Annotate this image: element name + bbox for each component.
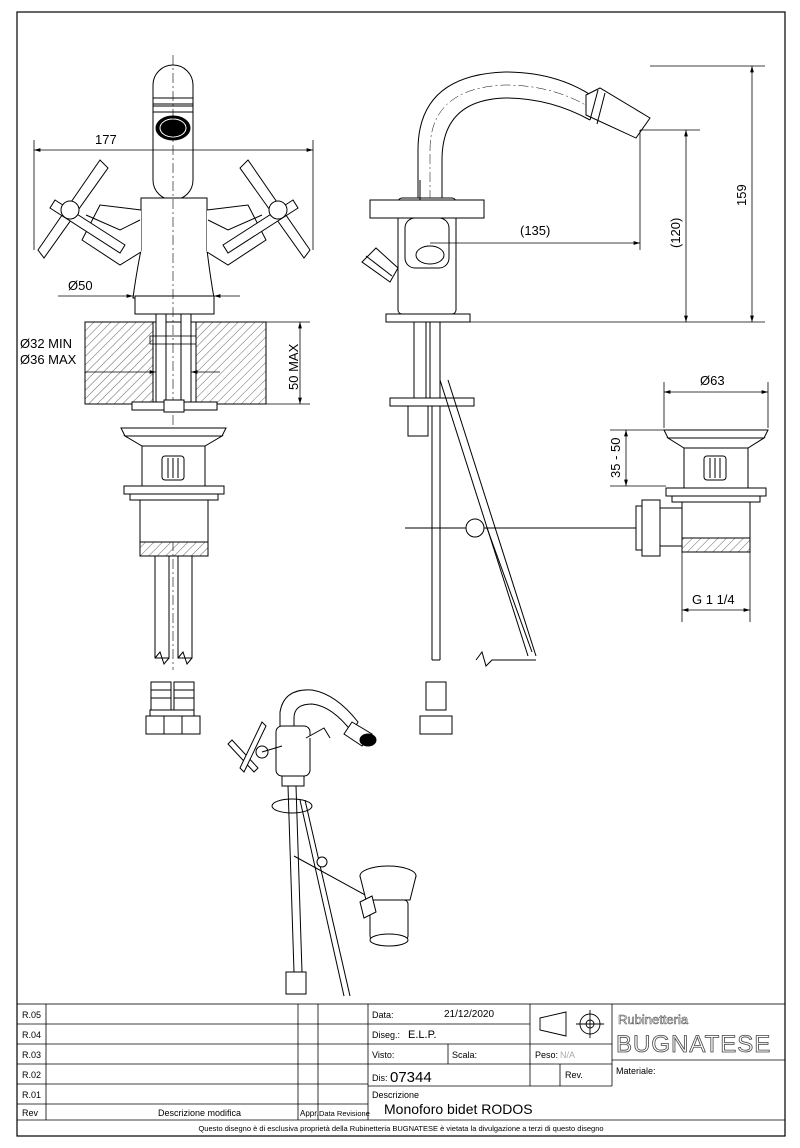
dim-width-177: 177 bbox=[95, 132, 117, 147]
sheet-border bbox=[16, 11, 786, 1137]
dim-height-159: 159 bbox=[734, 184, 749, 206]
dim-range-35-50: 35 - 50 bbox=[608, 438, 623, 478]
dim-diameter-32-min: Ø32 MIN bbox=[20, 336, 72, 351]
revision-label-r01: R.01 bbox=[22, 1090, 41, 1100]
projection-symbol bbox=[539, 1010, 604, 1038]
revision-label-r02: R.02 bbox=[22, 1070, 41, 1080]
side-view bbox=[361, 71, 651, 735]
front-drain bbox=[120, 427, 227, 735]
approved-header: Appr. bbox=[300, 1109, 319, 1118]
weight-value: N/A bbox=[560, 1050, 575, 1060]
drain-dimensions bbox=[610, 382, 769, 622]
front-dimensions bbox=[33, 140, 314, 405]
drawn-by-value: E.L.P. bbox=[408, 1029, 437, 1041]
scale-label: Scala: bbox=[452, 1050, 477, 1060]
front-countertop-section bbox=[84, 313, 267, 413]
dim-thread-g114: G 1 1/4 bbox=[692, 592, 735, 607]
description-label: Descrizione bbox=[372, 1090, 419, 1100]
dim-diameter-63: Ø63 bbox=[700, 373, 725, 388]
dim-diameter-50: Ø50 bbox=[68, 278, 93, 293]
brand-bugnatese-logo: BUGNATESE bbox=[616, 1031, 771, 1058]
drawing-number-label: Dis: bbox=[372, 1073, 388, 1083]
front-view bbox=[37, 55, 311, 670]
date-value: 21/12/2020 bbox=[444, 1009, 494, 1020]
drawn-by-label: Diseg.: bbox=[372, 1030, 400, 1040]
description-value: Monoforo bidet RODOS bbox=[384, 1101, 533, 1117]
description-change-header: Descrizione modifica bbox=[158, 1108, 241, 1118]
drain-detail bbox=[635, 429, 769, 557]
rev-header: Rev bbox=[22, 1108, 39, 1118]
date-label: Data: bbox=[372, 1010, 394, 1020]
ownership-notice: Questo disegno è di esclusiva proprietà … bbox=[198, 1124, 603, 1133]
brand-rubinetteria: Rubinetteria bbox=[618, 1012, 689, 1027]
side-dimensions bbox=[430, 65, 765, 323]
revision-label-r04: R.04 bbox=[22, 1030, 41, 1040]
revision-label: Rev. bbox=[565, 1070, 583, 1080]
revision-label-r05: R.05 bbox=[22, 1010, 41, 1020]
dim-diameter-36-max: Ø36 MAX bbox=[20, 352, 77, 367]
revision-date-header: Data Revisione bbox=[319, 1109, 370, 1118]
checked-label: Visto: bbox=[372, 1050, 394, 1060]
title-block bbox=[16, 1003, 786, 1137]
isometric-view bbox=[227, 689, 417, 997]
material-label: Materiale: bbox=[616, 1066, 656, 1076]
drawing-number-value: 07344 bbox=[390, 1069, 432, 1086]
dim-50-max: 50 MAX bbox=[286, 343, 301, 390]
revision-label-r03: R.03 bbox=[22, 1050, 41, 1060]
weight-label: Peso: bbox=[535, 1050, 558, 1060]
dim-reach-135: (135) bbox=[520, 223, 550, 238]
dim-height-120: (120) bbox=[668, 218, 683, 248]
